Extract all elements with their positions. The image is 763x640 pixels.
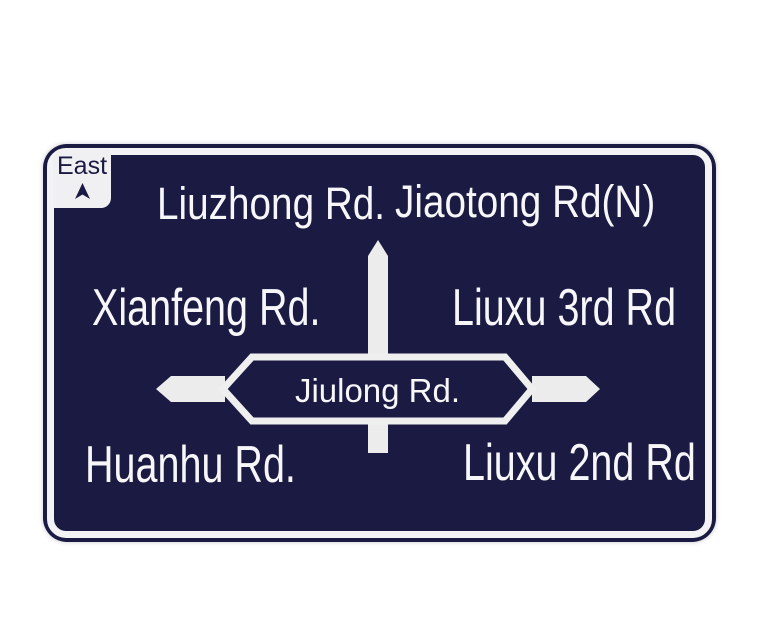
right-road-arrow <box>532 376 600 402</box>
up-arrow-icon <box>74 183 90 199</box>
road-label-jiulong: Jiulong Rd. <box>294 372 461 409</box>
left-road-arrow <box>156 376 225 402</box>
jiulong-road-hexagon <box>218 353 537 425</box>
intersection-diagram <box>156 240 600 453</box>
road-sign: Liuzhong Rd. Jiaotong Rd(N) Xianfeng Rd.… <box>43 144 716 542</box>
direction-label: East <box>56 152 108 180</box>
road-label-liuzhong: Liuzhong Rd. <box>157 178 386 229</box>
road-label-liuxu-2nd: Liuxu 2nd Rd <box>463 434 696 492</box>
road-label-xianfeng: Xianfeng Rd. <box>92 279 321 337</box>
road-label-huanhu: Huanhu Rd. <box>85 436 296 494</box>
road-label-jiaotong: Jiaotong Rd(N) <box>395 176 656 227</box>
road-label-liuxu-3rd: Liuxu 3rd Rd <box>452 279 677 337</box>
direction-tab: East <box>53 149 111 208</box>
